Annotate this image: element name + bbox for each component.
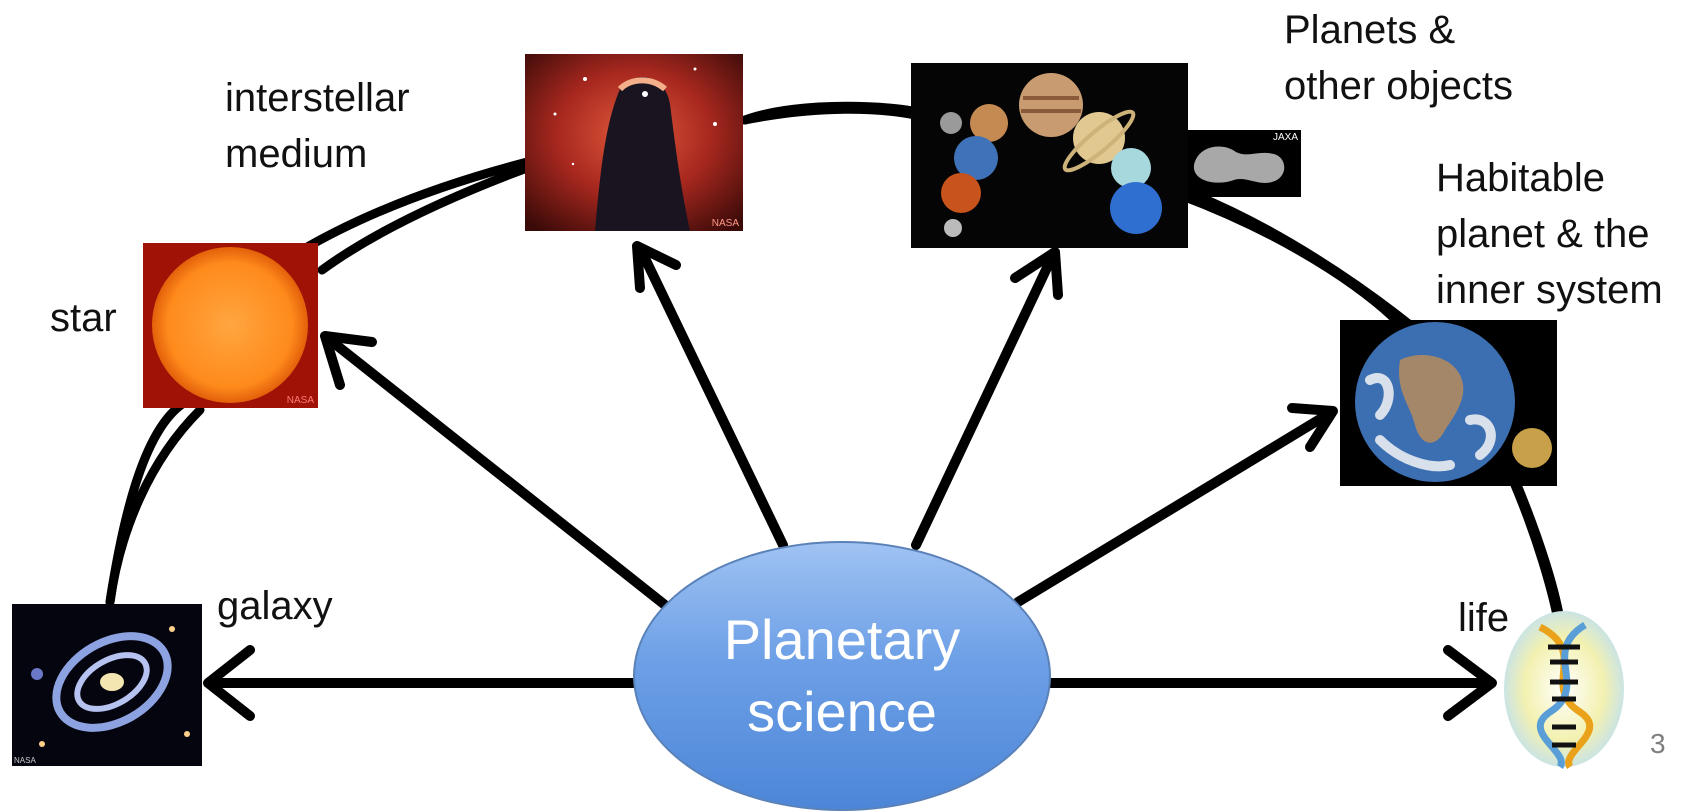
arrow-to-nebula	[635, 243, 788, 550]
arrow-to-planets	[911, 250, 1058, 550]
nebula-image: NASA	[525, 54, 743, 231]
arrow-to-galaxy-head	[203, 645, 255, 721]
habitable-line2: planet & the	[1436, 212, 1650, 256]
galaxy-label: galaxy	[217, 584, 333, 628]
arc-segment-star-nebula	[317, 160, 540, 275]
galaxy-image: NASA	[12, 604, 202, 766]
asteroid-image: JAXA	[1188, 130, 1301, 197]
arrow-to-life-head	[1443, 645, 1497, 721]
sun-image: NASA	[143, 243, 318, 408]
arrow-to-star-head	[320, 331, 377, 390]
page-number: 3	[1650, 728, 1666, 759]
planets-label: Planets & other objects	[1284, 2, 1513, 114]
earth-image	[1340, 320, 1557, 486]
asteroid-credit: JAXA	[1272, 132, 1298, 143]
arc-segment-nebula-planets	[740, 104, 920, 125]
habitable-label: Habitable planet & the inner system	[1436, 150, 1663, 318]
center-line2: science	[747, 680, 937, 743]
planetary-science-node: Planetary science	[633, 541, 1051, 811]
habitable-line1: Habitable	[1436, 156, 1606, 200]
interstellar-line1: interstellar	[225, 76, 410, 120]
arrow-to-earth-head	[1287, 403, 1338, 452]
sun-credit: NASA	[286, 395, 314, 406]
planets-image	[911, 63, 1188, 248]
arrow-to-nebula-head	[632, 241, 681, 293]
life-label: life	[1458, 596, 1510, 640]
planets-line2: other objects	[1284, 64, 1514, 108]
galaxy-credit: NASA	[14, 756, 36, 765]
center-line1: Planetary	[723, 608, 961, 671]
arrow-to-earth	[1013, 408, 1335, 607]
interstellar-medium-label: interstellar medium	[225, 70, 410, 182]
dna-image	[1500, 607, 1628, 770]
interstellar-line2: medium	[225, 132, 368, 176]
habitable-line3: inner system	[1436, 268, 1663, 312]
arrow-to-star	[325, 335, 670, 610]
nebula-credit: NASA	[711, 218, 739, 229]
star-label: star	[50, 296, 117, 340]
arc-segment-galaxy-star	[105, 405, 205, 607]
arc-segment-earth-life	[1510, 480, 1563, 625]
planets-line1: Planets &	[1284, 8, 1456, 52]
arrow-to-planets-head	[1010, 247, 1063, 300]
arc-segment-planets-earth	[1190, 190, 1415, 330]
